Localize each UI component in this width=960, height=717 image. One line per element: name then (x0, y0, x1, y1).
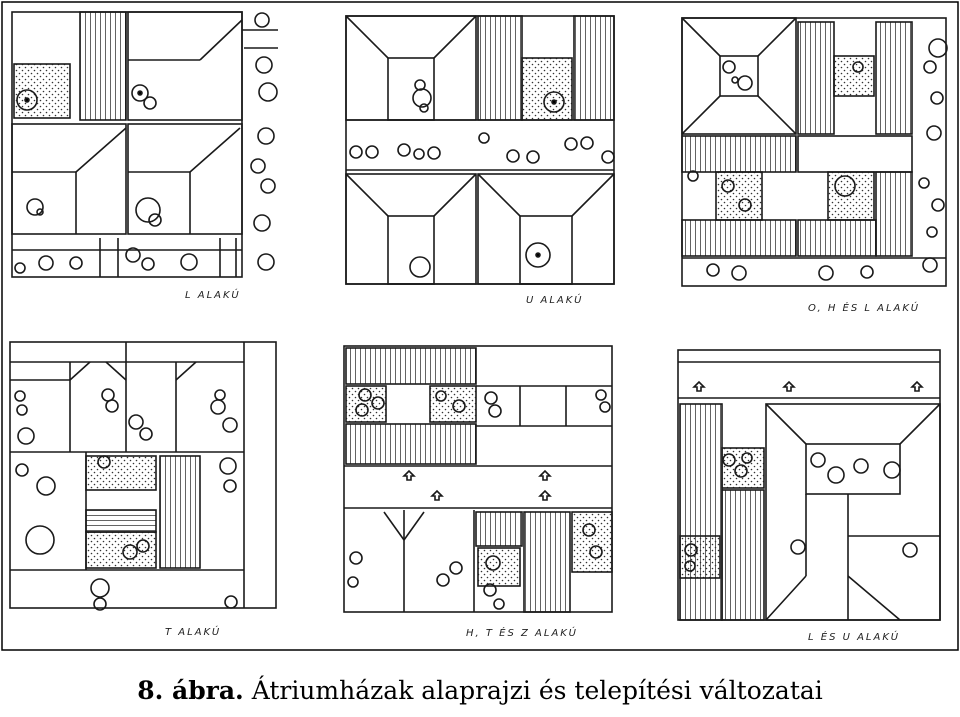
figure-caption: 8. ábra. Átriumházak alaprajzi és telepí… (0, 676, 960, 705)
plan-label-t: T ALAKÚ (165, 625, 221, 638)
tree-symbols (349, 79, 615, 278)
tree-symbols (687, 38, 948, 281)
plan-o-h-l-shape (681, 17, 948, 287)
plan-label-o-h-l: O, H ÉS L ALAKÚ (808, 301, 920, 314)
path-arrows (402, 469, 552, 501)
plan-l-u-shape (677, 349, 941, 621)
plan-label-u: U ALAKÚ (526, 293, 583, 306)
plan-label-h-t-z: H, T ÉS Z ALAKÚ (466, 626, 578, 639)
figure-number: 8. ábra. (137, 676, 244, 705)
sheet-border (1, 1, 959, 651)
plan-l-shape (11, 11, 278, 278)
plan-label-l: L ALAKÚ (185, 288, 241, 301)
figure-title: Átriumházak alaprajzi és telepítési vált… (251, 676, 823, 705)
plan-label-l-u: L ÉS U ALAKÚ (808, 630, 900, 643)
tree-symbols (684, 452, 918, 572)
tree-symbols (347, 388, 611, 610)
plan-t-shape (9, 341, 277, 611)
site-plan-drawing: L ALAKÚ U ALAKÚ O, H ÉS L ALAKÚ T ALAKÚ … (1, 1, 959, 651)
plan-u-shape (345, 15, 615, 285)
tree-symbols (14, 388, 238, 611)
plan-h-t-z-shape (343, 345, 613, 613)
tree-symbols (14, 12, 278, 274)
path-arrows (692, 380, 924, 392)
